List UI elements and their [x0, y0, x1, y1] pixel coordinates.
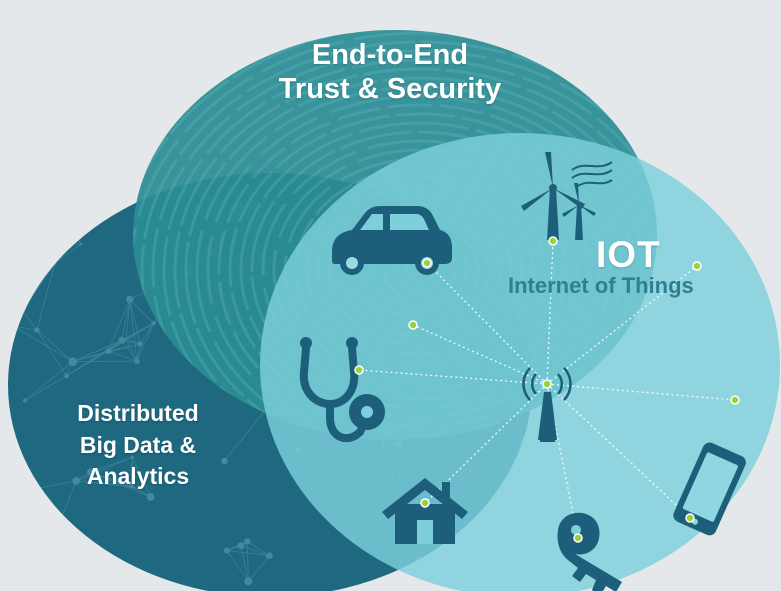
wind-turbine-icon [521, 152, 613, 240]
key-icon [557, 512, 622, 591]
stethoscope-chestpiece [361, 406, 373, 418]
cell-tower-icon [522, 367, 572, 442]
house-icon [382, 478, 468, 544]
iot-nodes [354, 236, 740, 543]
node-key [573, 533, 583, 543]
trust-security-label: End-to-End Trust & Security [230, 38, 550, 106]
node-iot-label [692, 261, 702, 271]
node-car [422, 258, 432, 268]
data-line-2: Big Data & [79, 431, 197, 458]
iot-title: IOT [596, 234, 661, 275]
node-turbine [548, 236, 558, 246]
node-stethoscope [354, 365, 364, 375]
car-icon [332, 206, 452, 275]
node-right [730, 395, 740, 405]
trust-line-1: End-to-End [311, 39, 469, 71]
node-tower [542, 379, 552, 389]
node-center-left [408, 320, 418, 330]
data-line-1: Distributed [77, 400, 199, 426]
big-data-label: Distributed Big Data & Analytics [38, 398, 238, 493]
data-line-3: Analytics [86, 463, 190, 490]
iot-subtitle: Internet of Things [508, 273, 694, 298]
node-phone [685, 513, 695, 523]
node-house [420, 498, 430, 508]
trust-line-2: Trust & Security [278, 73, 502, 106]
